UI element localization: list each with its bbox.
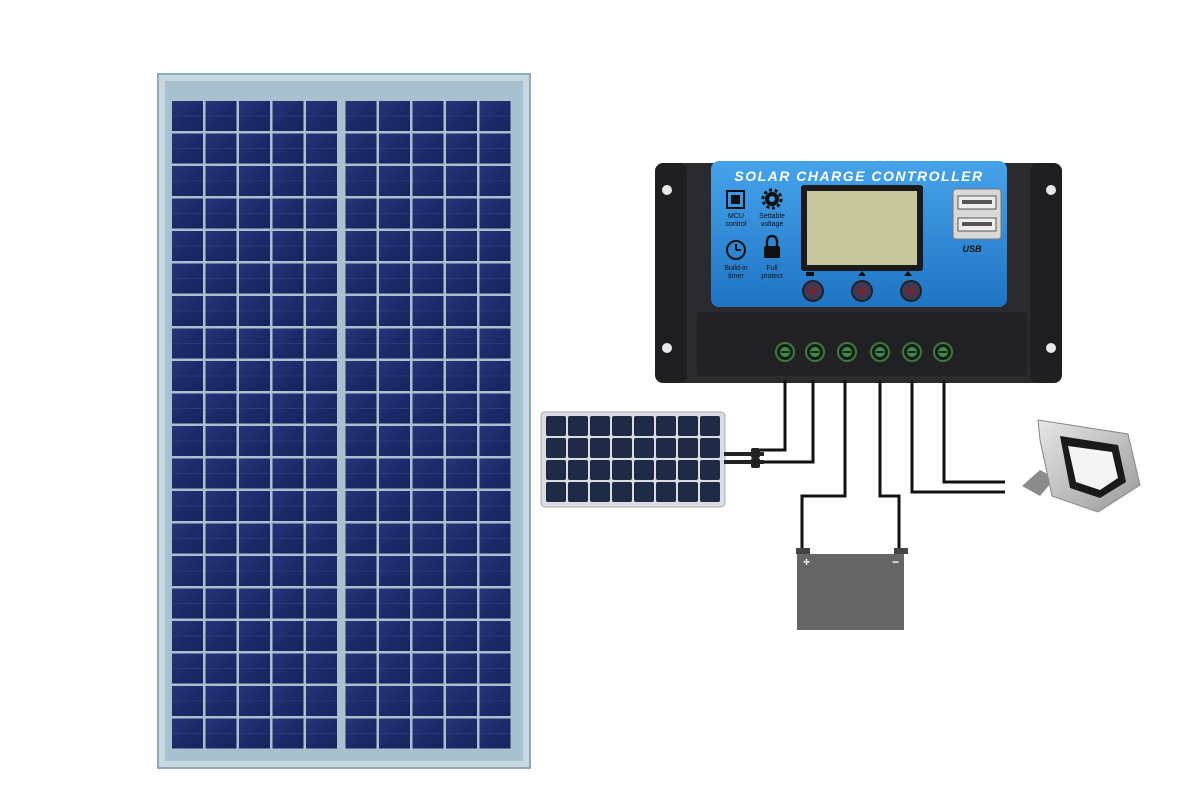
panel-cell-grid — [172, 101, 511, 749]
solar-cell — [656, 482, 676, 502]
battery: + − — [796, 548, 908, 630]
solar-cell — [546, 482, 566, 502]
feature-protect: Full protect — [761, 234, 783, 280]
wire-load-negative — [942, 380, 1005, 484]
down-arrow-icon — [904, 271, 912, 276]
feature-label: voltage — [761, 221, 784, 228]
solar-cell — [590, 482, 610, 502]
controller-title: SOLAR CHARGE CONTROLLER — [734, 168, 983, 184]
terminal-row — [775, 342, 953, 362]
feature-mcu: MCU control — [725, 190, 747, 228]
down-button[interactable] — [900, 271, 922, 302]
usb-label: USB — [962, 244, 982, 254]
small-solar-panel — [540, 411, 764, 508]
solar-cell — [678, 460, 698, 480]
feature-label: MCU — [728, 213, 744, 220]
wire-battery-positive — [800, 380, 847, 548]
lock-icon — [764, 234, 780, 258]
mount-hole — [662, 185, 672, 195]
solar-cell — [656, 438, 676, 458]
up-button[interactable] — [851, 271, 873, 302]
battery-body — [797, 554, 904, 630]
solar-cell — [612, 482, 632, 502]
solar-cell — [656, 416, 676, 436]
lamp-lens — [1068, 446, 1118, 490]
solar-cell — [634, 438, 654, 458]
solar-cell — [700, 482, 720, 502]
battery-negative-label: − — [892, 555, 899, 569]
solar-cell — [590, 460, 610, 480]
menu-button[interactable] — [802, 272, 824, 302]
gear-icon — [761, 188, 783, 210]
wire-load-positive — [910, 380, 1005, 494]
solar-cell — [678, 482, 698, 502]
solar-cell — [568, 482, 588, 502]
battery-positive-label: + — [803, 555, 810, 569]
solar-cell — [590, 438, 610, 458]
solar-cell — [568, 438, 588, 458]
pv-connector — [724, 452, 764, 456]
pv-connector — [724, 460, 764, 464]
solar-cell — [546, 438, 566, 458]
solar-cell — [700, 460, 720, 480]
feature-label: Settable — [759, 213, 785, 220]
up-arrow-icon — [858, 271, 866, 276]
solar-cell — [568, 460, 588, 480]
flood-light — [1022, 419, 1141, 513]
menu-icon — [806, 272, 814, 276]
feature-settable-voltage: Settable voltage — [759, 188, 785, 228]
wire-battery-negative — [878, 380, 901, 548]
solar-cell — [590, 416, 610, 436]
solar-cell — [546, 416, 566, 436]
solar-cell — [612, 460, 632, 480]
mount-hole — [1046, 343, 1056, 353]
wiring — [760, 380, 1005, 548]
feature-label: Build-in — [724, 265, 747, 272]
chip-icon — [726, 190, 745, 209]
mount-hole — [1046, 185, 1056, 195]
solar-cell — [678, 438, 698, 458]
solar-cell — [612, 416, 632, 436]
mount-hole — [662, 343, 672, 353]
feature-label: control — [725, 221, 746, 228]
solar-cell — [678, 416, 698, 436]
feature-label: timer — [728, 273, 744, 280]
clock-icon — [726, 240, 746, 260]
feature-label: protect — [761, 273, 782, 280]
terminal-block — [697, 312, 1027, 376]
lcd-screen — [807, 191, 917, 265]
charge-controller: SOLAR CHARGE CONTROLLER MCU control Sett… — [655, 161, 1062, 383]
solar-cell — [546, 460, 566, 480]
solar-cell — [700, 416, 720, 436]
large-solar-panel — [157, 73, 531, 769]
solar-cell — [634, 416, 654, 436]
solar-cell — [612, 438, 632, 458]
feature-timer: Build-in timer — [724, 240, 748, 280]
solar-cell — [634, 460, 654, 480]
solar-cell — [568, 416, 588, 436]
small-panel-cells — [546, 416, 720, 502]
solar-cell — [700, 438, 720, 458]
feature-label: Full — [766, 265, 778, 272]
solar-cell — [656, 460, 676, 480]
wire-pv-positive — [760, 380, 787, 452]
wire-pv-negative — [760, 380, 815, 464]
usb-ports: USB — [952, 188, 1002, 254]
solar-cell — [634, 482, 654, 502]
